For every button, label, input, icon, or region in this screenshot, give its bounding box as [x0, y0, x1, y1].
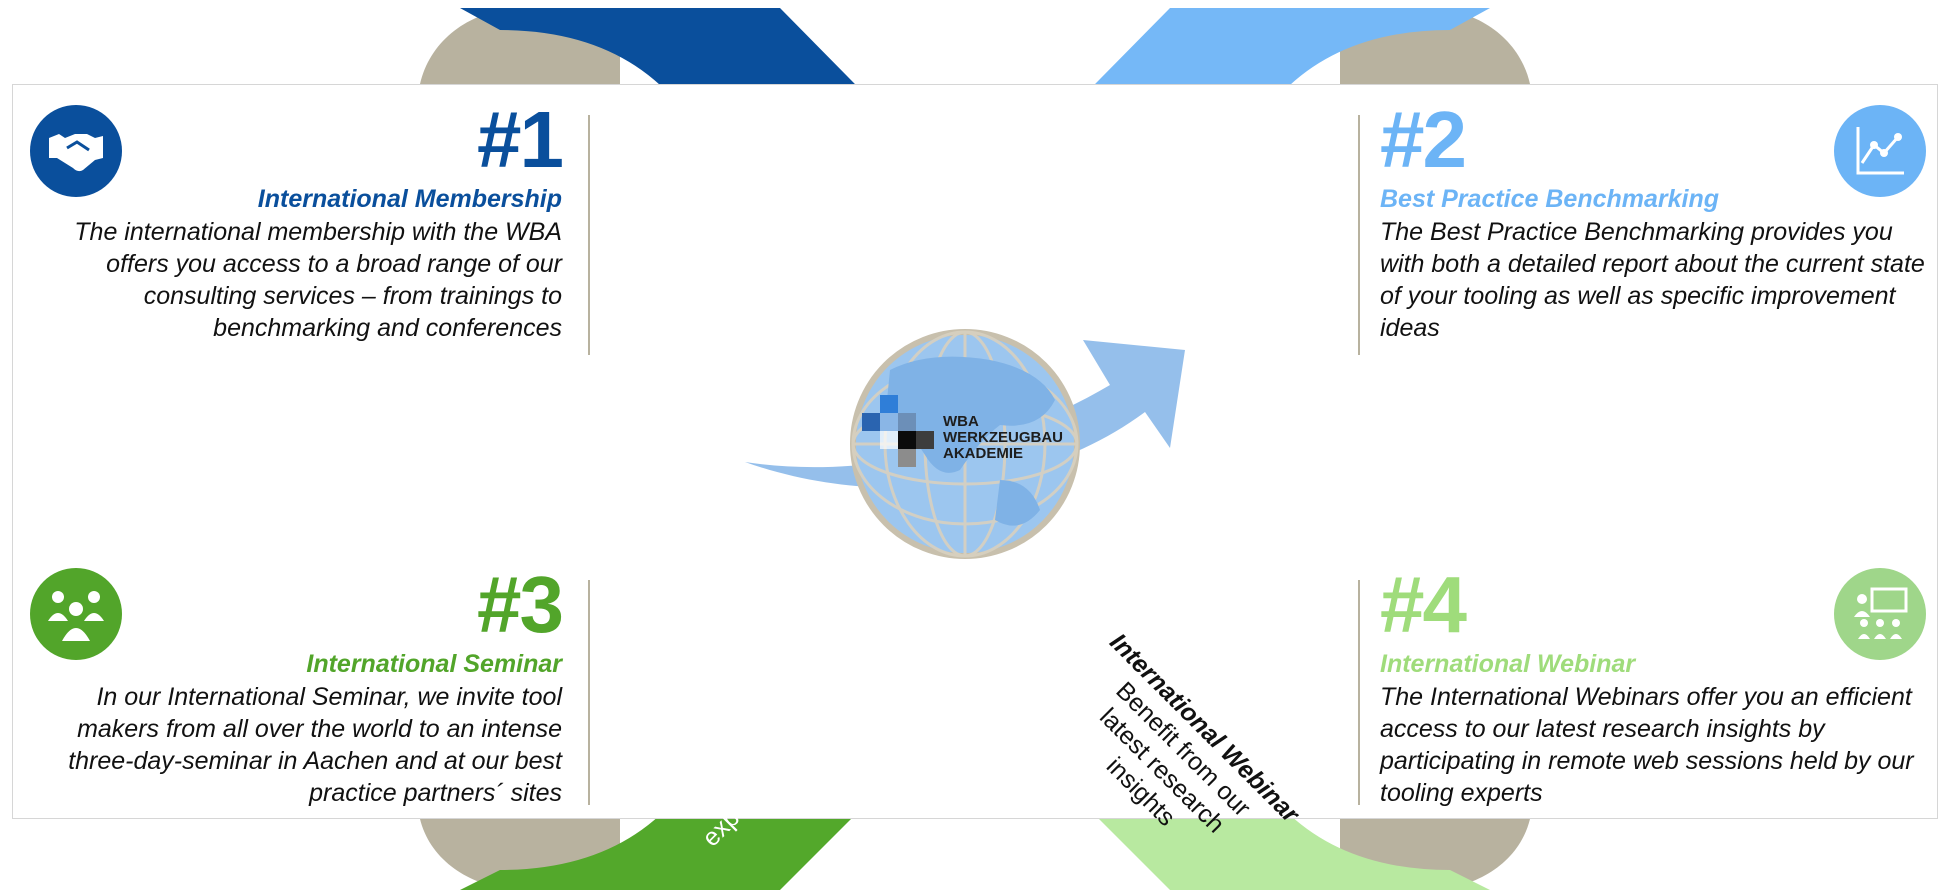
item-seminar: #3 International Seminar In our Internat… [30, 560, 564, 809]
logo-line-3: AKADEMIE [943, 445, 1024, 462]
item-webinar-title: International Webinar [1380, 650, 1636, 678]
logo-line-1: WBA [943, 413, 979, 430]
divider-1 [588, 115, 590, 355]
logo-line-2: WERKZEUGBAU [943, 429, 1063, 446]
wba-logo-text: WBA WERKZEUGBAU AKADEMIE [943, 414, 1063, 462]
item-benchmarking: #2 Best Practice Benchmarking The Best P… [1380, 100, 1930, 344]
divider-3 [588, 580, 590, 805]
item-benchmarking-number: #2 [1380, 95, 1467, 184]
item-webinar-description: The International Webinars offer you an … [1380, 683, 1914, 807]
group-icon [30, 568, 122, 660]
item-seminar-description: In our International Seminar, we invite … [68, 683, 562, 807]
item-webinar: #4 International Webinar The Internation… [1380, 565, 1940, 809]
item-webinar-number: #4 [1380, 560, 1467, 649]
item-benchmarking-title: Best Practice Benchmarking [1380, 185, 1720, 213]
item-membership-title: International Membership [257, 185, 562, 213]
item-benchmarking-description: The Best Practice Benchmarking provides … [1380, 218, 1925, 342]
item-membership: #1 International Membership The internat… [30, 95, 564, 344]
handshake-icon [30, 105, 122, 197]
item-membership-description: The international membership with the WB… [74, 218, 562, 342]
presentation-icon [1834, 568, 1926, 660]
item-seminar-number: #3 [477, 560, 564, 649]
trend-chart-icon [1834, 105, 1926, 197]
item-seminar-title: International Seminar [306, 650, 562, 678]
item-membership-number: #1 [477, 95, 564, 184]
wba-logo-mark [862, 395, 934, 467]
divider-4 [1358, 580, 1360, 805]
divider-2 [1358, 115, 1360, 355]
